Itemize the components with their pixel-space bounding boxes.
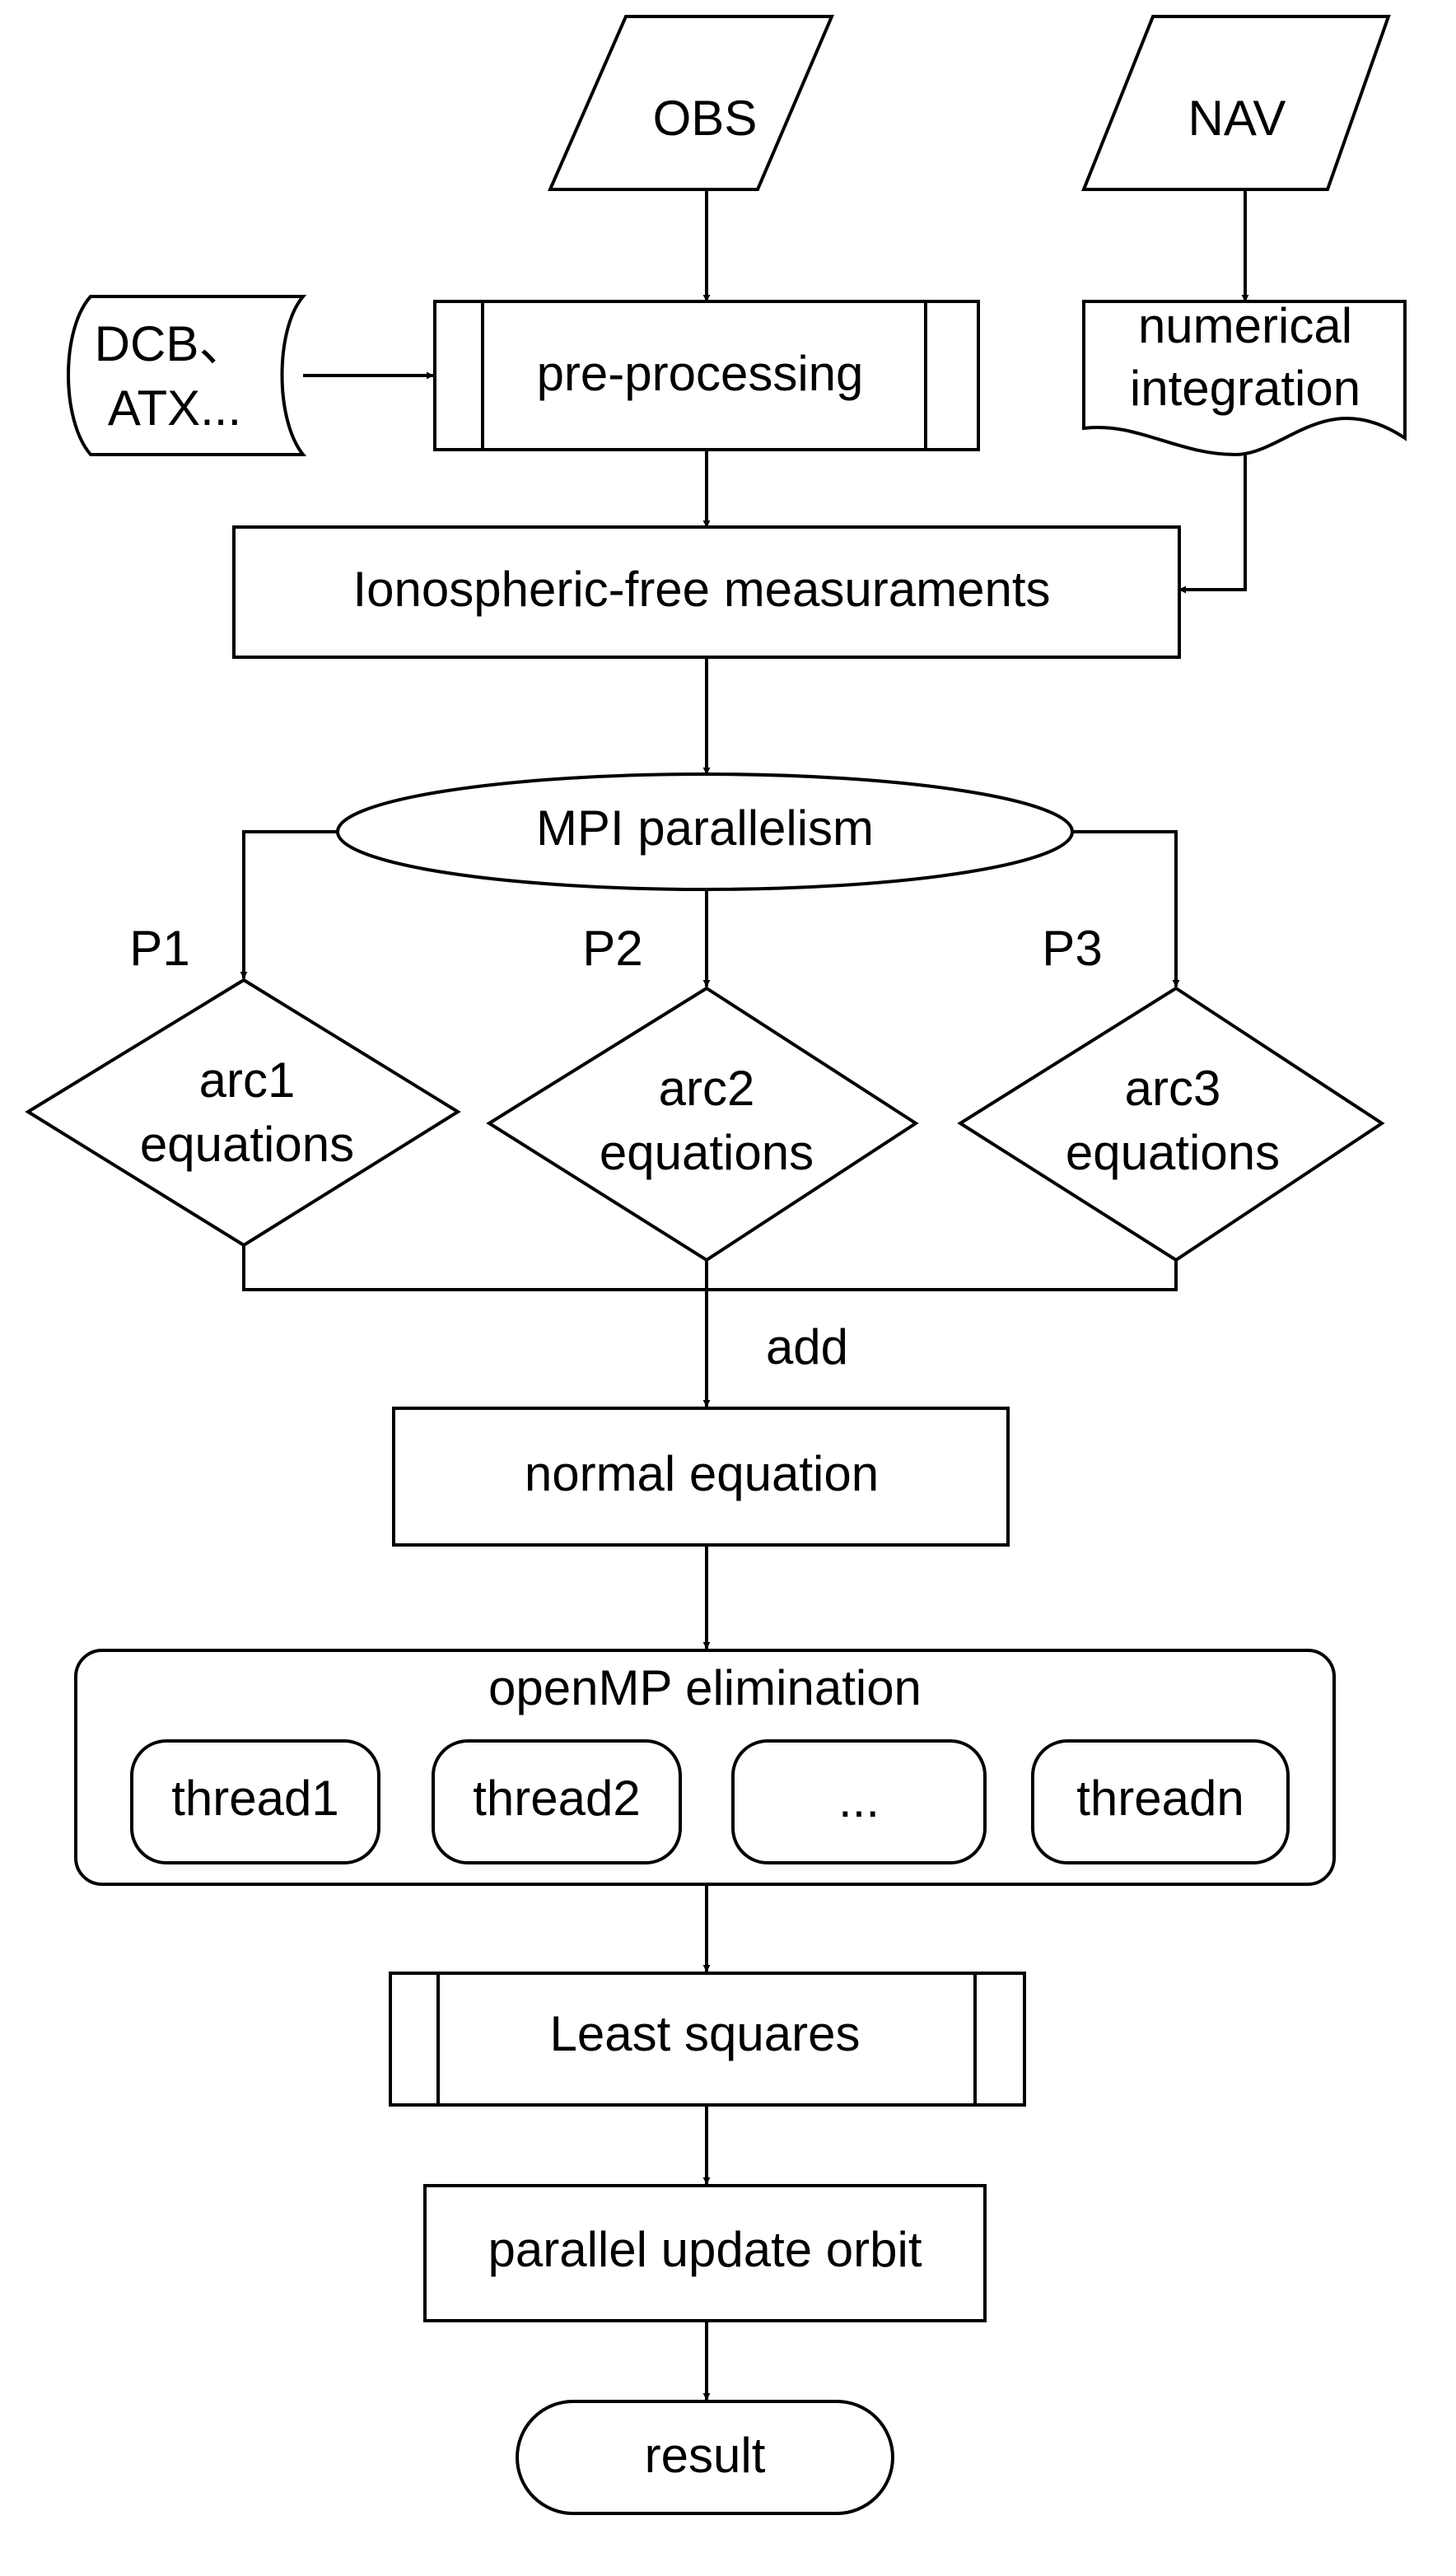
thread2-label: thread2 (473, 1771, 641, 1826)
parallel-update-orbit-shape (423, 2184, 987, 2322)
arc3-equations-node: arc3 equations (957, 986, 1385, 1262)
normal-equation-shape (392, 1407, 1010, 1547)
openmp-elimination-node: openMP elimination thread1 thread2 ... t… (74, 1649, 1336, 1886)
arc3-equations-shape (957, 986, 1385, 1262)
thread1-label: thread1 (171, 1771, 339, 1826)
dcb-atx-shape (67, 295, 307, 456)
arc1-equations-label-line2: equations (140, 1117, 354, 1172)
nav-input-node: NAV (1081, 15, 1391, 191)
result-shape (516, 2400, 894, 2515)
preprocessing-label: pre-processing (537, 346, 864, 401)
edge-numerical-to-ionospheric (1178, 435, 1247, 594)
obs-input-node: OBS (547, 15, 835, 191)
edge-arc-collector (242, 1244, 1178, 1291)
arc1-equations-label-line1: arc1 (199, 1052, 296, 1108)
arc2-equations-node: arc2 equations (486, 986, 919, 1262)
normal-equation-node: normal equation (392, 1407, 1010, 1547)
thread-ellipsis-shape (731, 1739, 987, 1864)
edge-mpi-to-arc1 (240, 830, 338, 979)
dcb-atx-data-node: DCB、 ATX... (67, 295, 307, 456)
edges (240, 189, 1249, 2401)
normal-equation-label: normal equation (525, 1446, 879, 1501)
preprocessing-shape (433, 300, 980, 451)
parallel-update-orbit-label: parallel update orbit (488, 2222, 922, 2277)
thread1-node: thread1 (130, 1739, 380, 1864)
result-node: result (516, 2400, 894, 2515)
arc3-equations-label-line2: equations (1066, 1125, 1280, 1180)
arc1-equations-node: arc1 equations (25, 978, 461, 1248)
threadn-shape (1031, 1739, 1290, 1864)
arc2-equations-label-line2: equations (600, 1125, 814, 1180)
edge-label-p2: P2 (582, 921, 642, 976)
edge-mpi-to-arc3 (1072, 830, 1180, 987)
thread2-shape (432, 1739, 682, 1864)
parallel-update-orbit-node: parallel update orbit (423, 2184, 987, 2322)
nav-label: NAV (1188, 91, 1286, 146)
nav-shape (1081, 15, 1391, 191)
obs-shape (547, 15, 835, 191)
least-squares-label: Least squares (550, 2006, 861, 2061)
mpi-parallelism-shape (336, 772, 1074, 891)
edge-label-p3: P3 (1042, 921, 1102, 976)
thread-ellipsis-node: ... (731, 1739, 987, 1864)
mpi-parallelism-node: MPI parallelism (336, 772, 1074, 891)
thread1-shape (130, 1739, 380, 1864)
preprocessing-node: pre-processing (433, 300, 980, 451)
ionospheric-free-label: Ionospheric-free measuraments (352, 562, 1050, 617)
dcb-atx-label-line2: ATX... (108, 380, 241, 436)
result-label: result (645, 2428, 766, 2483)
ionospheric-free-shape (232, 525, 1181, 659)
mpi-parallelism-label: MPI parallelism (536, 800, 874, 856)
least-squares-node: Least squares (389, 1972, 1026, 2107)
thread2-node: thread2 (432, 1739, 682, 1864)
edge-label-add: add (766, 1319, 848, 1374)
least-squares-shape (389, 1972, 1026, 2107)
numerical-integration-label-line1: numerical (1138, 298, 1352, 353)
threadn-label: threadn (1076, 1771, 1244, 1826)
thread-ellipsis-label: ... (838, 1772, 880, 1827)
threadn-node: threadn (1031, 1739, 1290, 1864)
numerical-integration-label-line2: integration (1130, 361, 1360, 416)
dcb-atx-label-line1: DCB、 (95, 316, 249, 371)
ionospheric-free-node: Ionospheric-free measuraments (232, 525, 1181, 659)
obs-label: OBS (653, 91, 758, 146)
arc2-equations-shape (486, 986, 919, 1262)
arc1-equations-shape (25, 978, 461, 1248)
arc3-equations-label-line1: arc3 (1125, 1061, 1221, 1116)
edge-label-p1: P1 (129, 921, 189, 976)
numerical-integration-shape (1082, 300, 1407, 457)
arc2-equations-label-line1: arc2 (659, 1061, 755, 1116)
numerical-integration-node: numerical integration (1082, 298, 1407, 457)
openmp-elimination-label: openMP elimination (488, 1660, 922, 1715)
openmp-elimination-shape (74, 1649, 1336, 1886)
